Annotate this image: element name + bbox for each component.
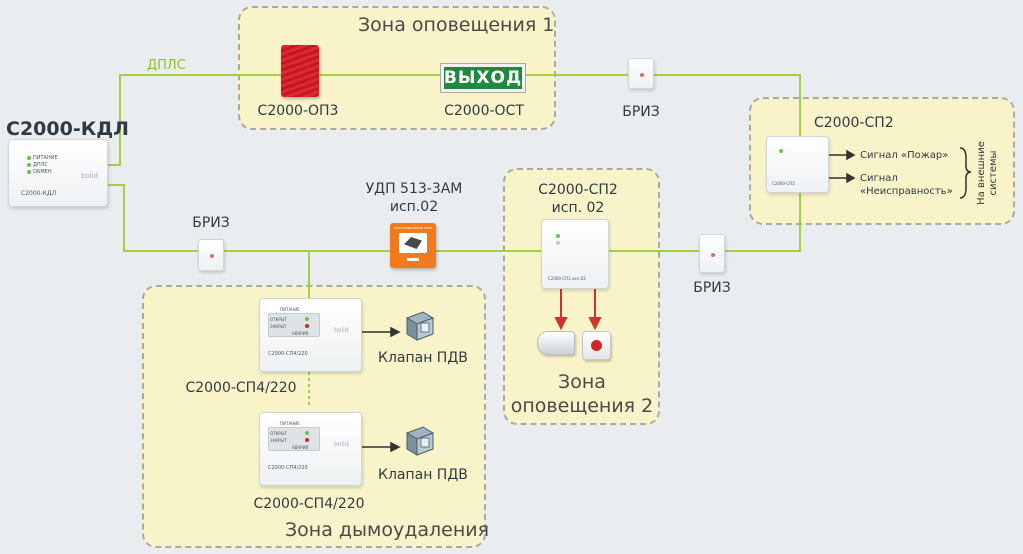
sp4-bottom-brand: bolid [334,441,349,448]
briz-right-label: БРИЗ [693,280,731,296]
zone-1-title: Зона оповещения 1 [358,14,555,36]
sp2-mid-plate: С2000-СП2 исп.02 [548,276,586,281]
udp-plate: ДИСТАНЦИОННЫЙ ПУСК [394,226,433,230]
sp2-right-label: С2000-СП2 [814,115,894,131]
sp2-right-plate: С2000-СП2 [772,181,795,186]
kdl-plate: С2000-КДЛ [21,190,57,197]
beacon-light-device [582,331,611,360]
zone-notification-2 [503,168,660,425]
valve-top-icon [401,308,437,344]
signal-fire: Сигнал «Пожар» [860,150,949,161]
op3-label: С2000-ОП3 [257,103,339,119]
sp4-bottom-panel-label-3: ЗАКРЫТ [270,438,287,443]
kdl-brand: bolid [81,172,99,180]
kdl-device: ПИТАНИЕ ДПЛС ОБМЕН С2000-КДЛ bolid [8,139,108,207]
kdl-title: С2000-КДЛ [6,118,129,140]
sp2-mid-label: С2000-СП2 исп. 02 [538,182,618,216]
sp4-top-panel-label-2: ОТКРЫТ [270,317,287,322]
sp2-mid-device: С2000-СП2 исп.02 [541,219,609,289]
smoke-zone-title: Зона дымоудаления [285,519,490,541]
exit-sign-text: ВЫХОД [443,68,523,88]
signal-fault-line1: Сигнал [860,173,898,184]
op3-siren-device [281,45,319,97]
briz-top-device [628,58,654,89]
sp2-right-device: С2000-СП2 [766,136,829,193]
sp4-top-plate: С2000-СП4/220 [268,351,308,357]
external-systems-label: На внешние системы [976,141,999,205]
sp4-bottom-panel-label-4: АВАРИЯ [292,445,309,450]
sp4-bottom-plate: С2000-СП4/220 [268,465,308,471]
briz-left-device [198,239,224,271]
briz-left-label: БРИЗ [192,215,230,231]
sp4-bottom-device: ПИТАНИЕ ОТКРЫТ ЗАКРЫТ АВАРИЯ С2000-СП4/2… [259,412,362,486]
kdl-led-label-2: ДПЛС [33,162,48,168]
zone-2-title: Зона оповещения 2 [510,371,654,417]
kdl-led-label-1: ПИТАНИЕ [33,155,58,161]
signal-fault-line2: «Неисправность» [860,186,953,197]
kdl-led-label-3: ОБМЕН [33,169,52,175]
exit-sign-device: ВЫХОД [441,64,525,92]
udp-manual-call-point: ДИСТАНЦИОННЫЙ ПУСК [390,223,436,268]
briz-top-label: БРИЗ [622,104,660,120]
dpls-label: ДПЛС [147,58,186,73]
sp4-top-label: С2000-СП4/220 [185,380,297,396]
udp-label: УДП 513-3АМ исп.02 [365,181,463,215]
sp4-bottom-panel-label-2: ОТКРЫТ [270,431,287,436]
sp4-bottom-panel-label-1: ПИТАНИЕ [280,421,300,426]
sp4-top-panel-label-4: АВАРИЯ [292,331,309,336]
valve-bottom-icon [401,423,437,459]
siren-device [537,331,575,355]
briz-right-device [699,234,725,273]
ost-label: С2000-ОСТ [444,103,524,119]
valve-bottom-label: Клапан ПДВ [378,467,468,483]
sp4-top-panel-label-3: ЗАКРЫТ [270,324,287,329]
sp4-top-panel-label-1: ПИТАНИЕ [280,307,300,312]
sp4-top-brand: bolid [334,327,349,334]
dpls-line-bottom [108,184,801,252]
valve-top-label: Клапан ПДВ [378,350,468,366]
sp4-bottom-label: С2000-СП4/220 [253,496,365,512]
sp4-top-device: ПИТАНИЕ ОТКРЫТ ЗАКРЫТ АВАРИЯ С2000-СП4/2… [259,298,362,372]
dpls-line-top [108,74,801,166]
